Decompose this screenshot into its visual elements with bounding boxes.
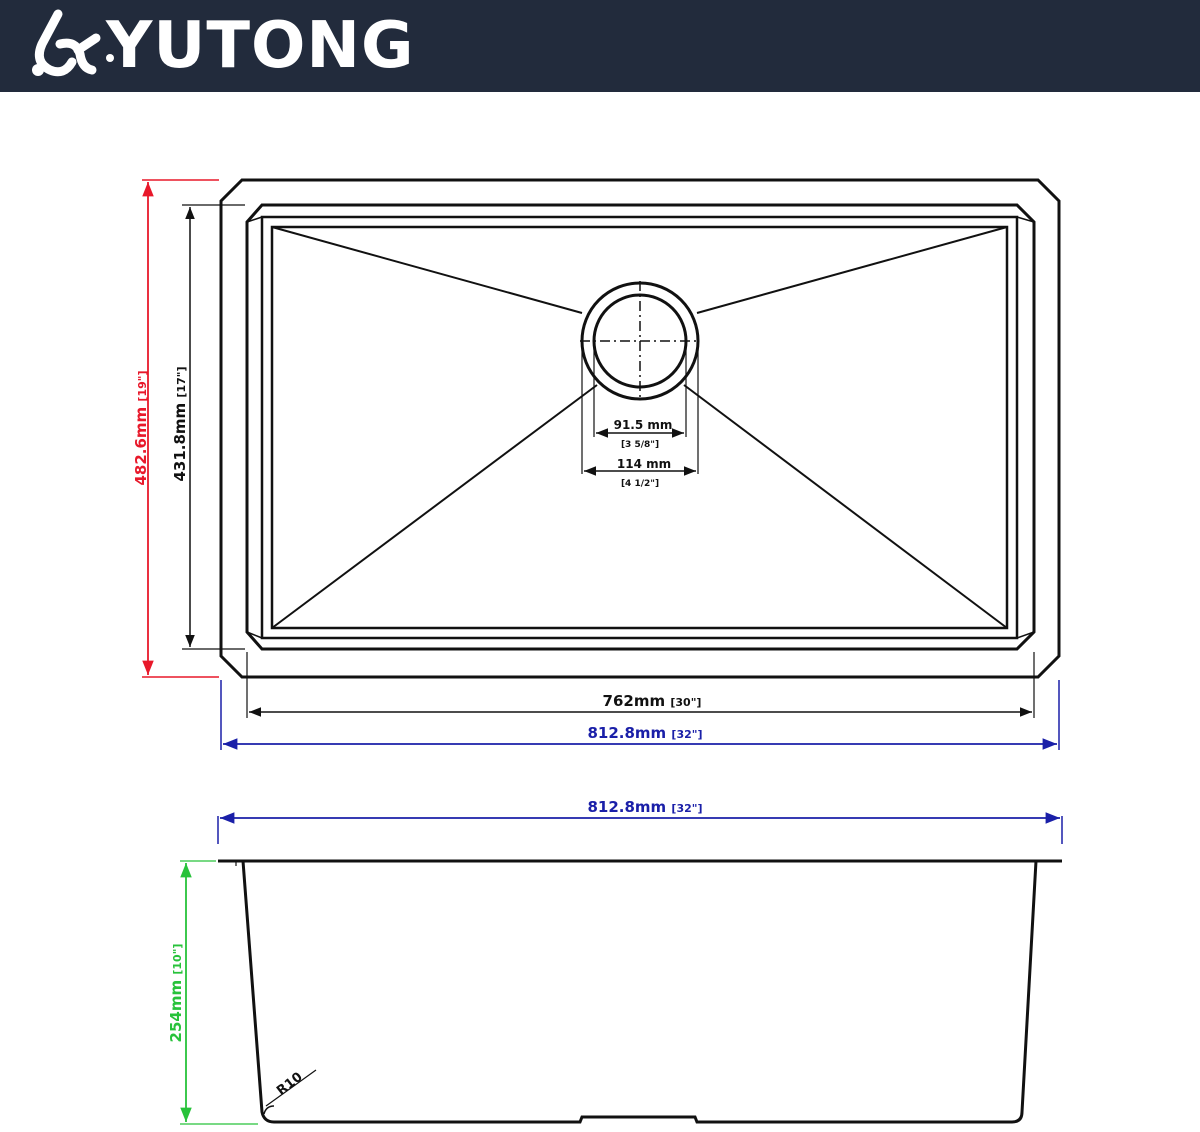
drain-inner-label-in: [3 5/8"] bbox=[621, 440, 659, 450]
drain-outer-label: 114 mm bbox=[617, 457, 671, 471]
slope-line bbox=[696, 226, 1008, 314]
inner-height-label: 431.8mm [17"] bbox=[171, 366, 189, 481]
top-view bbox=[182, 178, 1061, 718]
side-width-label: 812.8mm [32"] bbox=[587, 798, 702, 816]
drain-inner-label: 91.5 mm bbox=[614, 418, 673, 432]
sink-flange-outline bbox=[219, 178, 1061, 679]
depth-label: 254mm [10"] bbox=[167, 944, 185, 1043]
outer-width-dimension bbox=[220, 680, 1060, 750]
corner-radius-label: R10 bbox=[274, 1070, 305, 1099]
brand-header: YUTONG bbox=[0, 0, 1200, 92]
outer-height-dimension bbox=[142, 179, 219, 678]
sink-technical-drawing: 482.6mm [19"] 431.8mm [17"] 762mm [30"] … bbox=[132, 178, 1063, 1125]
slope-line bbox=[683, 384, 1008, 629]
yutong-logo-icon bbox=[32, 9, 114, 77]
slope-line bbox=[271, 384, 598, 629]
outer-width-label: 812.8mm [32"] bbox=[587, 724, 702, 742]
drain-outer-label-in: [4 1/2"] bbox=[621, 479, 659, 489]
sink-bowl-profile bbox=[241, 860, 1038, 1124]
sink-bowl-inner-rim bbox=[260, 215, 1019, 640]
inner-width-label: 762mm [30"] bbox=[603, 692, 702, 710]
sink-bowl-rim bbox=[245, 203, 1036, 651]
slope-line bbox=[271, 226, 583, 314]
brand-name: YUTONG bbox=[106, 9, 415, 83]
sink-bowl-floor bbox=[270, 225, 1009, 630]
outer-height-label: 482.6mm [19"] bbox=[132, 370, 150, 485]
side-view bbox=[180, 859, 1062, 1125]
side-width-dimension bbox=[217, 812, 1063, 844]
